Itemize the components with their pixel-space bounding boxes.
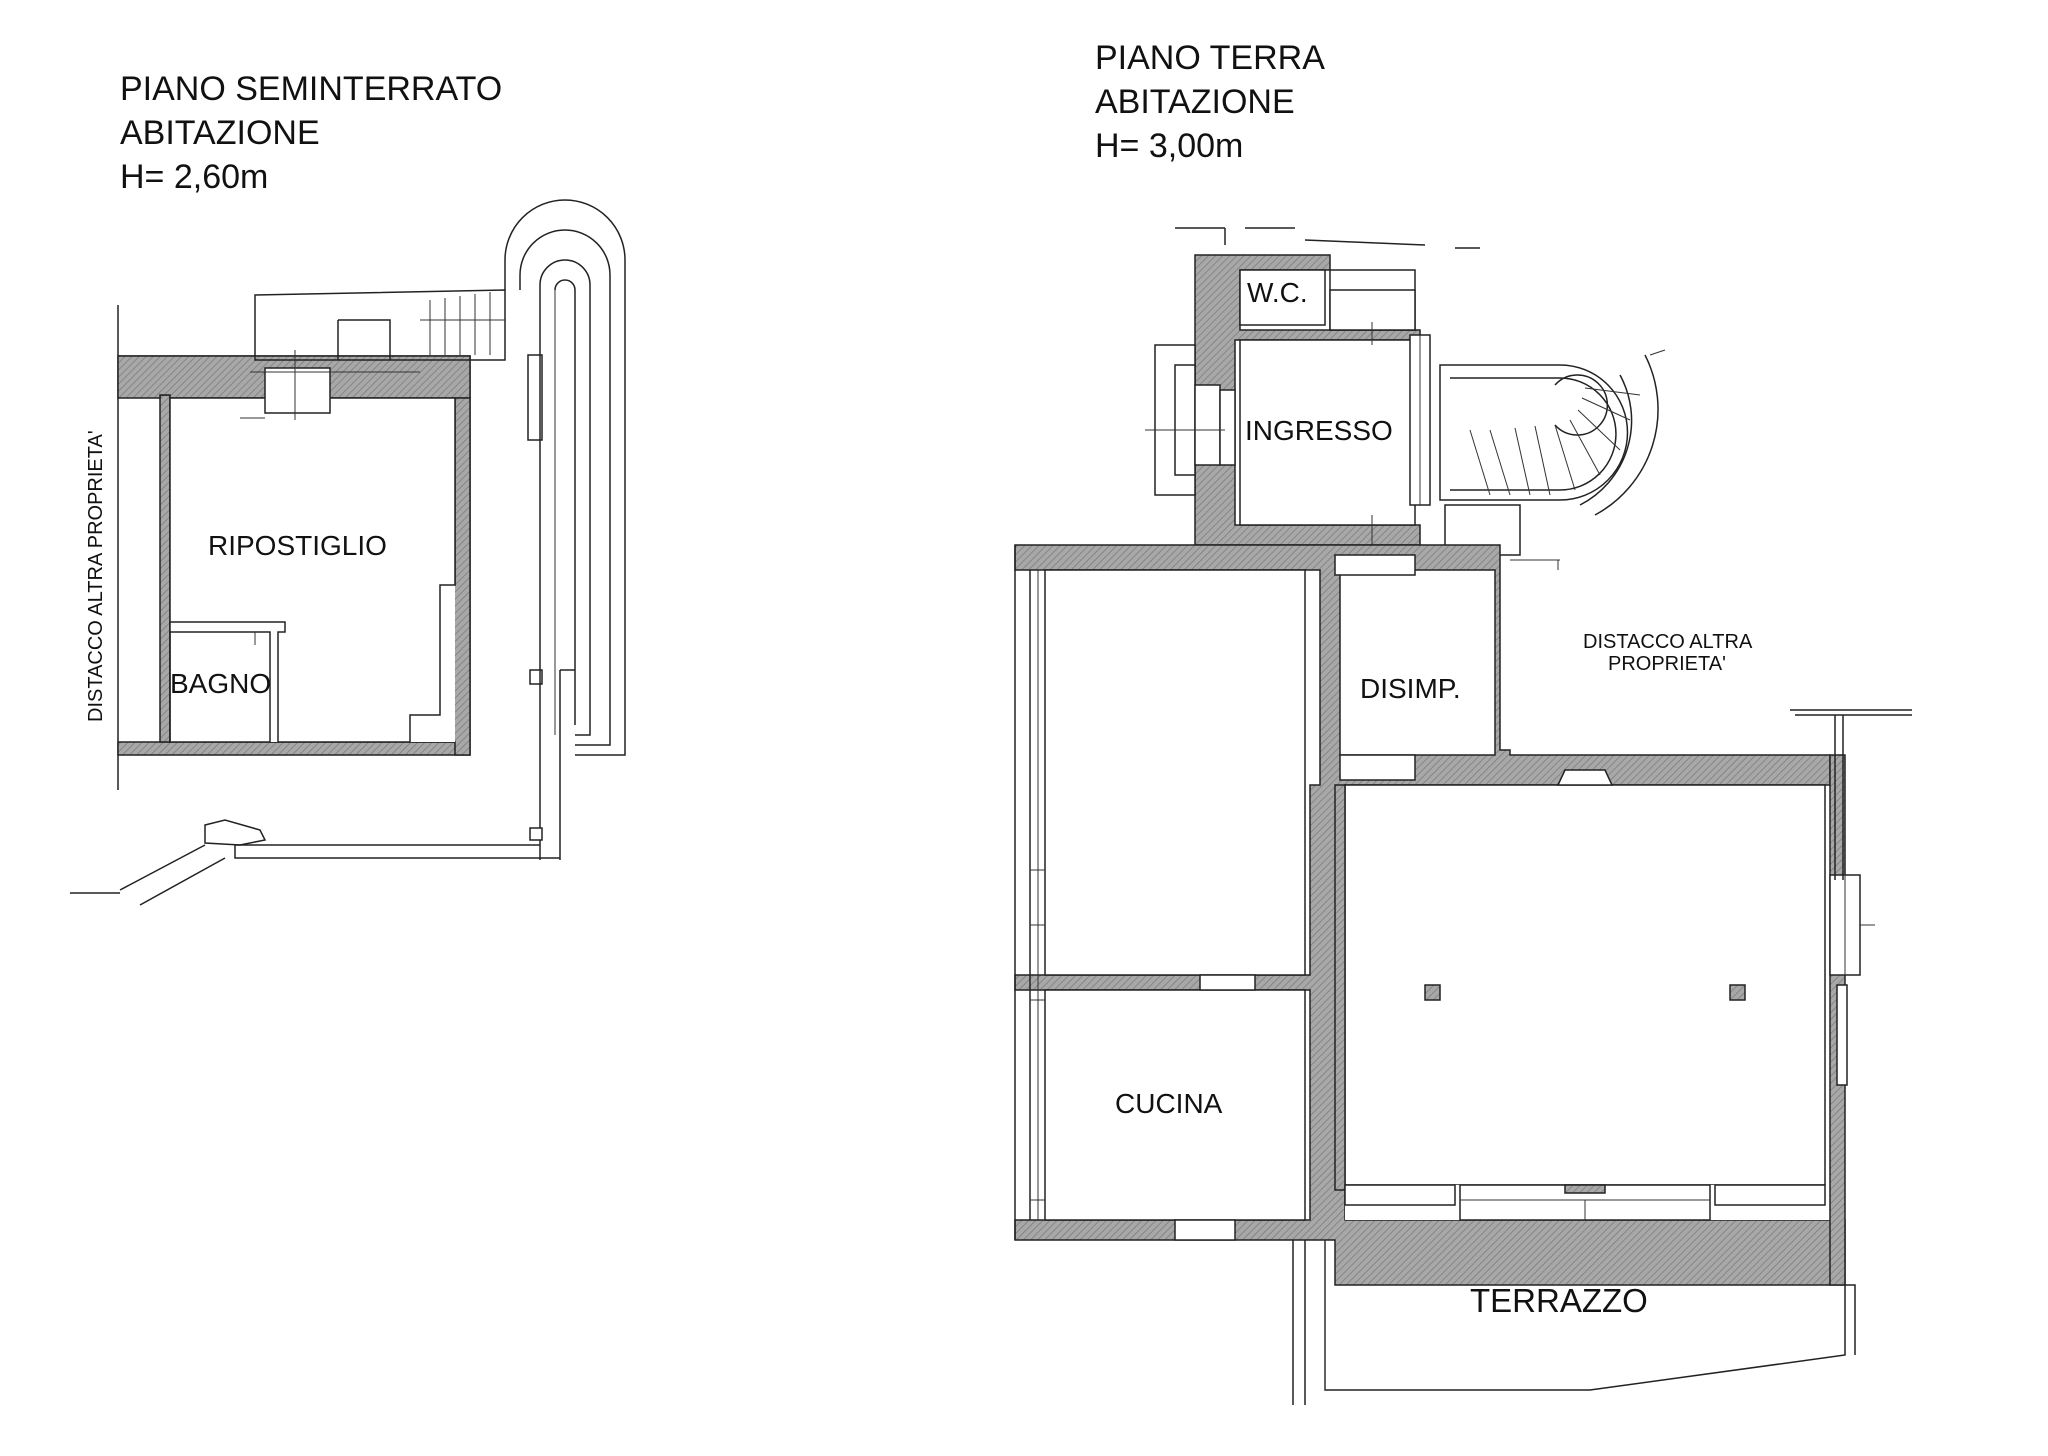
room-label-wc: W.C. — [1247, 277, 1308, 308]
basement-title-line2: ABITAZIONE — [120, 114, 320, 152]
ground-title-line3: H= 3,00m — [1095, 127, 1243, 165]
room-label-terrazzo: TERRAZZO — [1470, 1282, 1648, 1319]
basement-stair-block — [254, 289, 506, 361]
basement-title-line1: PIANO SEMINTERRATO — [120, 70, 502, 108]
living-room — [1344, 784, 1826, 1186]
pillar-left — [1424, 984, 1441, 1001]
basement-ramp-outer — [504, 199, 626, 756]
basement-plan — [70, 199, 626, 906]
basement-stair-treads — [420, 292, 505, 355]
room-label-ripostiglio: RIPOSTIGLIO — [208, 530, 387, 561]
basement-lower-path — [234, 844, 560, 859]
ground-boundary-note-line1: DISTACCO ALTRA — [1583, 631, 1753, 653]
room-label-disimp: DISIMP. — [1360, 673, 1461, 704]
basement-title-line3: H= 2,60m — [120, 158, 268, 196]
basement-boundary-note: DISTACCO ALTRA PROPRIETA' — [85, 430, 107, 722]
room-label-ingresso: INGRESSO — [1245, 415, 1393, 446]
room-label-bagno: BAGNO — [170, 668, 271, 699]
spiral-staircase — [1439, 349, 1666, 516]
basement-door-frame — [264, 367, 331, 414]
kitchen-room — [1044, 989, 1306, 1221]
room-label-cucina: CUCINA — [1115, 1088, 1223, 1119]
basement-wall-left-inner — [159, 394, 171, 743]
ground-floor-plan — [1014, 227, 1912, 1405]
ground-title-line2: ABITAZIONE — [1095, 83, 1295, 121]
hallway-room — [1339, 569, 1496, 756]
ground-boundary-note-line2: PROPRIETA' — [1608, 653, 1726, 675]
west-room — [1044, 569, 1306, 976]
pillar-right — [1729, 984, 1746, 1001]
ground-title-line1: PIANO TERRA — [1095, 39, 1325, 77]
